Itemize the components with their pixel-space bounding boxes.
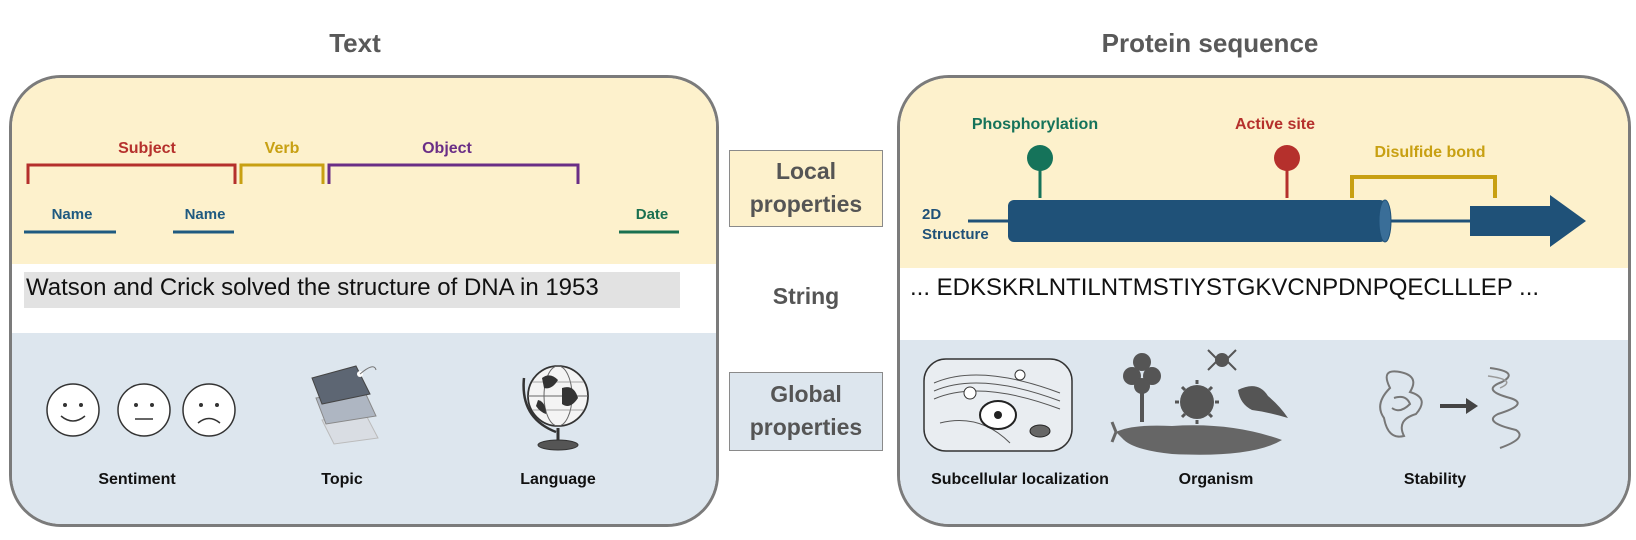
subcellular-label: Subcellular localization [931,471,1109,488]
structure-label-line2: Structure [922,226,989,243]
folded-protein-icon [1379,370,1423,438]
protein-sequence: ... EDKSKRLNTILNTMSTIYSTGKVCNPDNPQECLLLE… [910,274,1540,301]
disulfide-bracket [1350,175,1497,198]
sentence-highlight [24,272,680,308]
protein-panel-title: Protein sequence [1101,28,1319,58]
stability-icons [1379,367,1521,449]
cell-icon [923,358,1073,452]
protein-panel: Phosphorylation Active site Disulfide bo… [897,75,1631,527]
verb-bracket [239,163,325,184]
protein-structure [968,145,1586,247]
date-label: Date [635,206,669,223]
local-properties-box: Local properties [729,150,883,227]
arrow-icon [1440,398,1478,414]
virus-icon [1175,380,1219,424]
stability-label: Stability [1403,471,1467,488]
verb-label: Verb [264,140,300,157]
text-panel: Subject Verb Object Name Name Date Watso… [9,75,719,527]
text-local-band [12,78,716,264]
local-properties-line1: Local [775,158,837,184]
sentiment-faces [46,383,236,437]
disulfide-label: Disulfide bond [1374,144,1486,161]
name-label-1: Name [51,206,93,223]
example-sentence: Watson and Crick solved the structure of… [26,274,599,301]
text-panel-title: Text [329,28,381,58]
name-label-2: Name [184,206,226,223]
phospho-circle [1027,145,1053,171]
active-circle [1274,145,1300,171]
language-label: Language [520,471,596,488]
subject-label: Subject [118,140,176,157]
topic-label: Topic [321,471,363,488]
string-label: String [772,283,840,309]
organism-label: Organism [1178,471,1254,488]
helix-end [1378,199,1392,243]
spider-icon [1207,349,1237,371]
smiley-icon [46,383,100,437]
organism-icons [1110,349,1288,455]
globe-icon [522,365,589,451]
beta-strand-arrow [1470,195,1586,247]
global-properties-box: Global properties [729,372,883,451]
global-properties-line1: Global [770,381,842,407]
neutral-face-icon [117,383,171,437]
local-properties-line2: properties [749,191,863,217]
whale-icon [1110,421,1282,455]
unfolded-protein-icon [1487,367,1521,449]
phosphorylation-label: Phosphorylation [971,116,1099,133]
helix-cylinder [1008,200,1386,242]
tree-icon [1123,353,1161,422]
text-brackets [24,163,679,234]
structure-label-line1: 2D [922,206,942,223]
tag-icon [311,365,379,445]
subject-bracket [26,163,237,184]
sentiment-label: Sentiment [98,471,176,488]
active-site-label: Active site [1234,116,1316,133]
object-label: Object [422,140,472,157]
bird-icon [1238,386,1288,418]
global-properties-line2: properties [749,414,863,440]
object-bracket [327,163,580,184]
sad-face-icon [182,383,236,437]
